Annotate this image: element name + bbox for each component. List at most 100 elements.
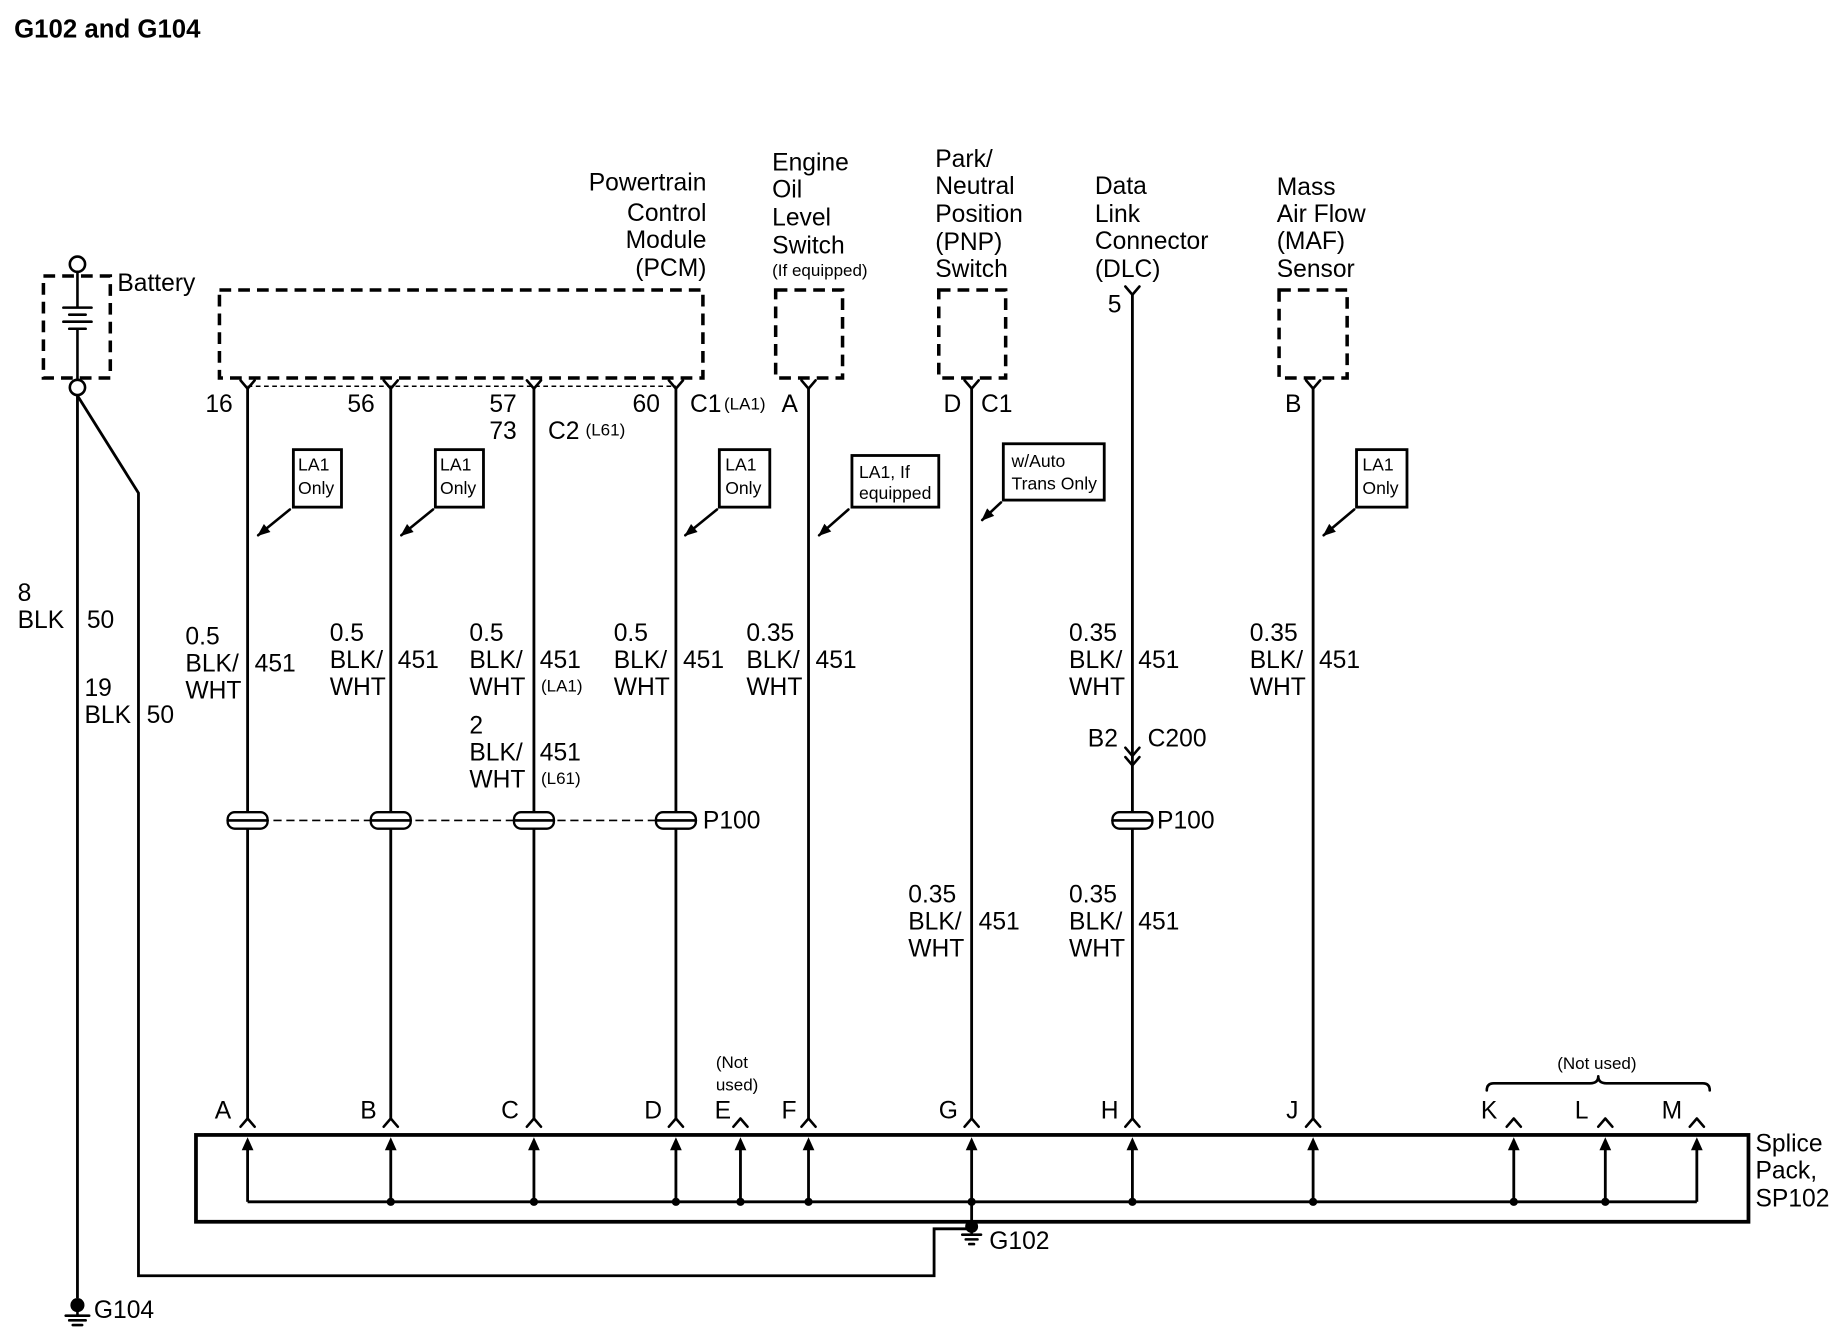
callout-arrow-icon bbox=[817, 508, 850, 537]
component-label-line: Oil bbox=[772, 176, 802, 203]
splice-pin-k: K bbox=[1481, 1098, 1523, 1206]
callout-box bbox=[291, 448, 343, 509]
wire-size: 0.35 bbox=[746, 620, 794, 647]
wire-label-pcm-57: 0.5 BLK/ WHT 451 (LA1) bbox=[469, 620, 582, 701]
splice-pin-g: G bbox=[939, 1098, 980, 1206]
pcm-connector-c2: C2 bbox=[548, 418, 579, 445]
pin-caret-icon bbox=[667, 1117, 685, 1129]
pcm-pin-16: 16 bbox=[205, 391, 232, 418]
callout-maf: LA1 Only bbox=[1322, 448, 1409, 537]
splice-pin-label: K bbox=[1481, 1098, 1498, 1125]
note-text: used) bbox=[716, 1075, 759, 1094]
component-label-line: Module bbox=[626, 227, 707, 254]
oil-level-switch-outline bbox=[773, 288, 845, 380]
junction-dot bbox=[967, 1197, 976, 1206]
wire-battery-to-g102 bbox=[76, 394, 970, 1278]
not-used-note-klm: (Not used) bbox=[1485, 1054, 1712, 1092]
wire-color-primary: BLK/ bbox=[1069, 909, 1123, 936]
junction-dot bbox=[736, 1197, 745, 1206]
callout-box bbox=[433, 448, 485, 509]
component-label-line: Mass bbox=[1277, 174, 1336, 201]
inline-connector-p100-dlc: P100 bbox=[1111, 808, 1215, 835]
battery: Battery bbox=[41, 255, 196, 397]
pcm-outline bbox=[217, 288, 705, 380]
maf-pin-b: B bbox=[1285, 391, 1301, 418]
callout-arrow-icon bbox=[400, 508, 435, 537]
circuit-number: 451 bbox=[1138, 647, 1179, 674]
wire-color-primary: BLK/ bbox=[614, 647, 668, 674]
ground-g102: G102 bbox=[960, 1220, 1049, 1255]
battery-outline bbox=[41, 274, 113, 380]
callout-text: Only bbox=[440, 478, 476, 498]
pin-caret-icon bbox=[1505, 1117, 1523, 1129]
arrow-up-icon bbox=[734, 1137, 747, 1151]
splice-pin-label: D bbox=[644, 1098, 662, 1125]
wire-size: 0.35 bbox=[908, 882, 956, 909]
component-label-line: Neutral bbox=[935, 173, 1014, 200]
component-label-line: Powertrain bbox=[589, 169, 707, 196]
splice-pin-m: M bbox=[1662, 1098, 1706, 1202]
pcm-pin-57: 57 bbox=[489, 391, 516, 418]
callout-pcm-56: LA1 Only bbox=[400, 448, 485, 537]
pcm-connector-c2-note: (L61) bbox=[586, 421, 626, 440]
component-label-line: (DLC) bbox=[1095, 256, 1161, 283]
wire-label-oil-level: 0.35 BLK/ WHT 451 bbox=[746, 620, 856, 701]
battery-positive-terminal bbox=[68, 255, 87, 274]
pcm-pin-56: 56 bbox=[347, 391, 374, 418]
diagram-title: G102 and G104 bbox=[14, 16, 201, 44]
pin-caret-icon bbox=[1124, 1117, 1141, 1129]
component-label-line: Park/ bbox=[935, 146, 993, 173]
arrow-up-icon bbox=[965, 1137, 978, 1151]
wire-size: 0.5 bbox=[330, 620, 364, 647]
pcm-label: Powertrain Control Module (PCM) bbox=[589, 169, 707, 282]
ground-g104: G104 bbox=[64, 1297, 154, 1327]
wire-color-primary: BLK/ bbox=[330, 647, 384, 674]
wire-color-stripe: WHT bbox=[746, 674, 802, 701]
wire-color: BLK bbox=[18, 607, 65, 634]
component-label-line: (PNP) bbox=[935, 229, 1002, 256]
callout-text: equipped bbox=[859, 483, 931, 503]
pin-caret-icon bbox=[382, 1117, 400, 1129]
wire-size: 19 bbox=[84, 675, 111, 702]
arrow-up-icon bbox=[1690, 1137, 1703, 1151]
callout-arrow-icon bbox=[980, 501, 1003, 522]
wire-size: 0.5 bbox=[469, 620, 503, 647]
brace-icon bbox=[1485, 1074, 1712, 1092]
splice-pin-label: H bbox=[1101, 1098, 1119, 1125]
oil-switch-pin-a: A bbox=[782, 391, 799, 418]
circuit-number: 451 bbox=[816, 647, 857, 674]
callout-text: LA1 bbox=[440, 455, 471, 475]
oil-level-switch-label: Engine Oil Level Switch (If equipped) bbox=[772, 149, 867, 280]
note-text: (Not bbox=[716, 1053, 748, 1072]
ground-dot bbox=[70, 1298, 85, 1313]
component-label-line: (MAF) bbox=[1277, 228, 1345, 255]
callout-pnp: w/Auto Trans Only bbox=[980, 442, 1106, 522]
callout-oil: LA1, If equipped bbox=[817, 454, 941, 537]
splice-pin-label: M bbox=[1662, 1098, 1683, 1125]
callout-text: LA1 bbox=[1362, 455, 1393, 475]
callout-text: LA1, If bbox=[859, 462, 910, 482]
callout-arrow-icon bbox=[256, 508, 292, 537]
wire-size: 2 bbox=[469, 713, 483, 740]
p100-pin-icon bbox=[654, 811, 698, 830]
circuit-number: 451 bbox=[398, 647, 439, 674]
connector-name: P100 bbox=[703, 808, 761, 835]
splice-pin-label: E bbox=[715, 1098, 731, 1125]
wire-color-primary: BLK/ bbox=[185, 650, 239, 677]
callout-box bbox=[1355, 448, 1409, 509]
wire-color-stripe: WHT bbox=[1069, 936, 1125, 963]
splice-pack-sp102: A B C D E bbox=[194, 1098, 1829, 1227]
callout-arrow-icon bbox=[684, 508, 719, 537]
wire-color-stripe: WHT bbox=[469, 767, 525, 794]
wire-color-stripe: WHT bbox=[185, 677, 241, 704]
circuit-number: 451 bbox=[540, 740, 581, 767]
arrow-up-icon bbox=[670, 1137, 682, 1151]
circuit-number: 451 bbox=[979, 909, 1020, 936]
component-note: (If equipped) bbox=[772, 261, 867, 280]
dlc-label: Data Link Connector (DLC) bbox=[1095, 173, 1209, 283]
pnp-switch-label: Park/ Neutral Position (PNP) Switch bbox=[935, 146, 1023, 283]
junction-dot bbox=[386, 1197, 395, 1206]
ground-icon bbox=[960, 1231, 983, 1246]
arrow-up-icon bbox=[1507, 1137, 1520, 1151]
